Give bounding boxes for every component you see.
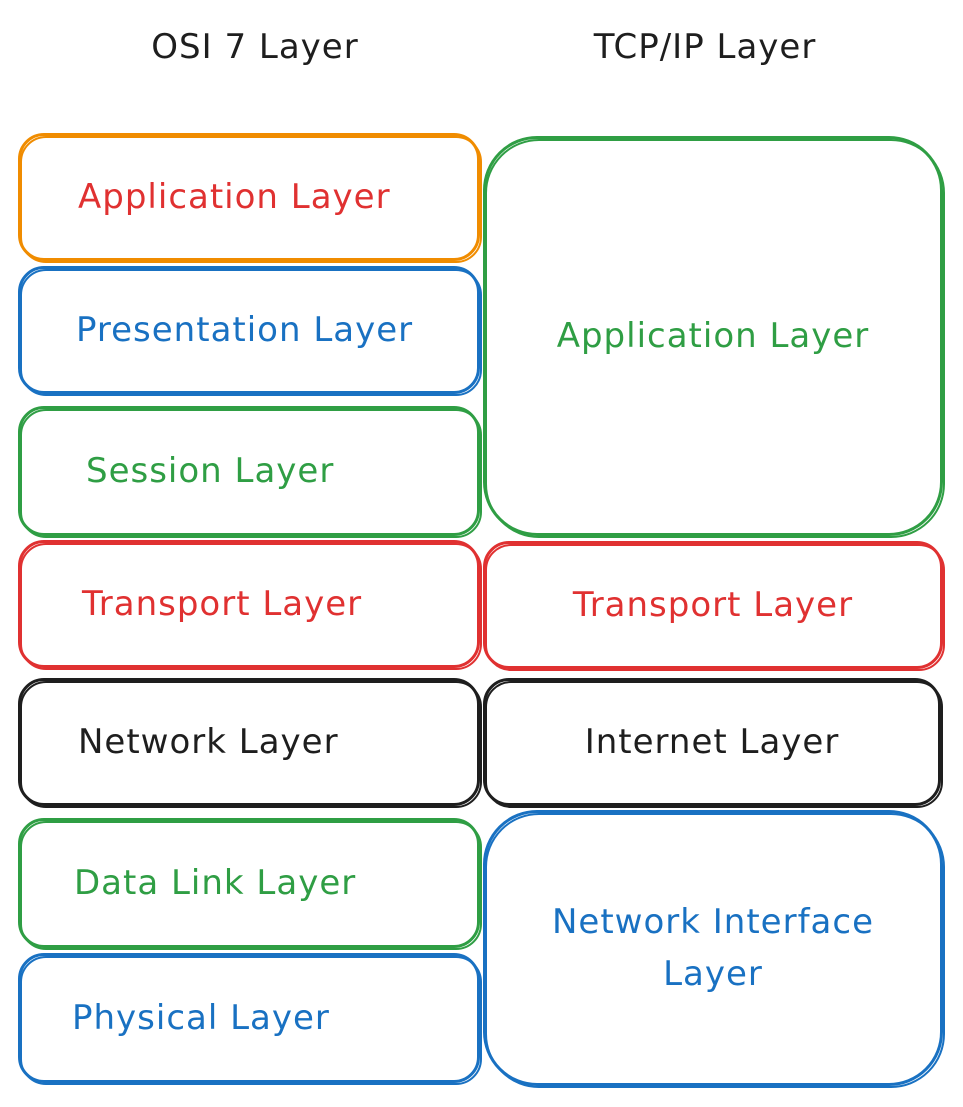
osi-physical-layer-box: Physical Layer [18, 953, 482, 1085]
osi-physical-layer-label: Physical Layer [72, 998, 330, 1038]
osi-presentation-layer-label: Presentation Layer [76, 310, 414, 350]
tcp-network-interface-layer-box: Network Interface Layer [483, 810, 945, 1088]
osi-data-link-layer-label: Data Link Layer [74, 863, 357, 903]
osi-network-layer-label: Network Layer [78, 722, 339, 762]
tcp-application-layer-box: Application Layer [483, 136, 945, 538]
osi-transport-layer-label: Transport Layer [82, 584, 363, 624]
osi-application-layer-label: Application Layer [78, 177, 391, 217]
osi-session-layer-box: Session Layer [18, 406, 482, 538]
tcp-transport-layer-box: Transport Layer [483, 541, 945, 671]
osi-data-link-layer-box: Data Link Layer [18, 818, 482, 950]
tcp-internet-layer-box: Internet Layer [483, 678, 943, 808]
tcp-transport-layer-label: Transport Layer [572, 585, 854, 625]
osi-presentation-layer-box: Presentation Layer [18, 266, 482, 396]
tcp-application-layer-label: Application Layer [556, 316, 870, 356]
tcp-column-heading: TCP/IP Layer [593, 27, 817, 67]
osi-application-layer-box: Application Layer [18, 133, 482, 263]
tcp-network-interface-layer-label: Network Interface Layer [552, 902, 874, 994]
osi-network-layer-box: Network Layer [18, 678, 482, 808]
osi-column-heading: OSI 7 Layer [151, 27, 359, 67]
tcp-internet-layer-label: Internet Layer [584, 722, 840, 762]
osi-session-layer-label: Session Layer [86, 451, 335, 491]
osi-transport-layer-box: Transport Layer [18, 540, 482, 670]
